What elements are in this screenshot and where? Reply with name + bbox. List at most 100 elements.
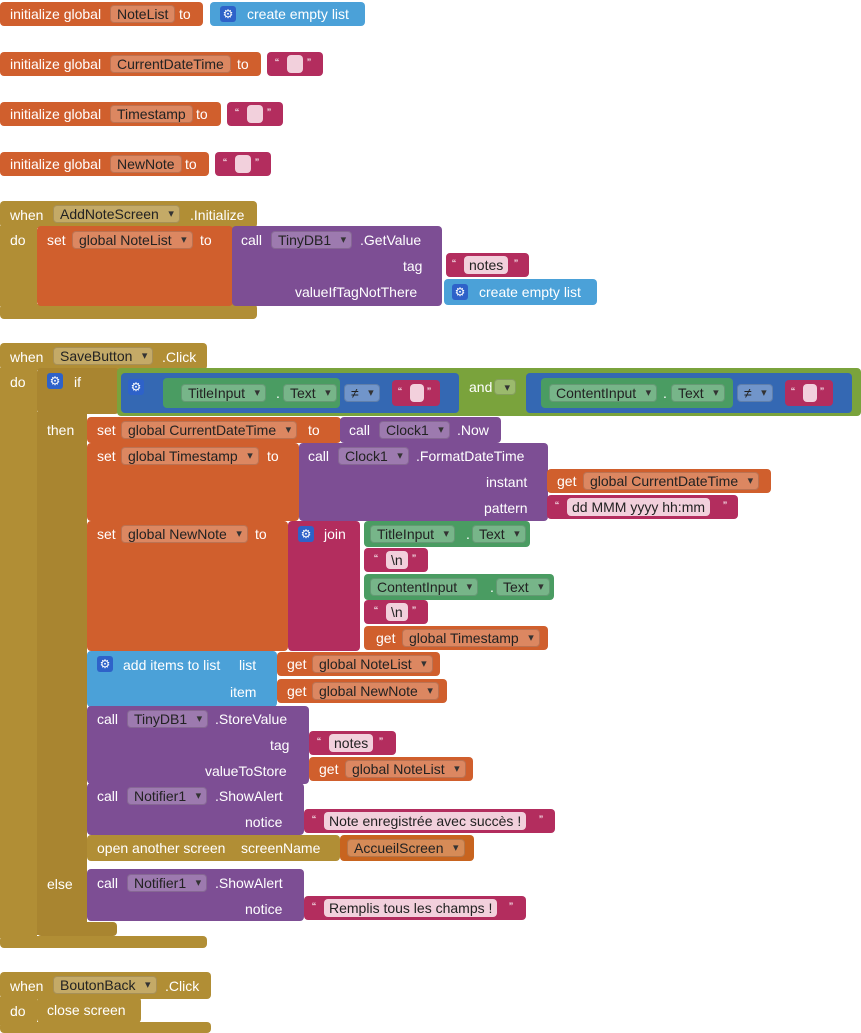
string-value[interactable] [235, 155, 251, 173]
component-dropdown[interactable]: Notifier1 [127, 787, 208, 805]
component-dropdown[interactable]: ContentInput [370, 578, 479, 596]
variable-dropdown[interactable]: global NoteList [345, 760, 466, 778]
component-dropdown[interactable]: AddNoteScreen [53, 205, 180, 223]
component-dropdown[interactable]: Clock1 [379, 421, 450, 439]
variable-dropdown[interactable]: global NewNote [121, 525, 248, 543]
string-newline[interactable]: “ \n ” [364, 548, 428, 572]
call-notifier1-showalert-error[interactable]: call Notifier1 .ShowAlert notice [87, 869, 304, 921]
gear-icon[interactable]: ⚙ [220, 6, 236, 22]
set-global-currentdatetime[interactable]: set global CurrentDateTime to [87, 417, 341, 443]
string-notes[interactable]: “ notes ” [309, 731, 396, 755]
string-error-message[interactable]: “ Remplis tous les champs ! ” [304, 896, 526, 920]
component-dropdown[interactable]: TinyDB1 [127, 710, 209, 728]
string-value[interactable] [803, 384, 817, 402]
string-value[interactable] [410, 384, 424, 402]
notice-label: notice [245, 814, 283, 830]
empty-string-block[interactable]: “ ” [267, 52, 323, 76]
component-dropdown[interactable]: SaveButton [53, 347, 154, 365]
create-empty-list-block[interactable]: ⚙ create empty list [210, 2, 365, 26]
component-dropdown[interactable]: TitleInput [370, 525, 456, 543]
screen-dropdown[interactable]: AccueilScreen [347, 839, 465, 857]
variable-dropdown[interactable]: global Timestamp [402, 629, 540, 647]
contentinput-text-getter[interactable]: ContentInput . Text [364, 574, 554, 600]
property-dropdown[interactable]: Text [472, 525, 526, 543]
component-dropdown[interactable]: Notifier1 [127, 874, 208, 892]
variable-dropdown[interactable]: global NewNote [312, 682, 439, 700]
get-global-currentdatetime[interactable]: get global CurrentDateTime [547, 469, 771, 493]
titleinput-text-getter[interactable]: TitleInput . Text [364, 521, 530, 547]
variable-dropdown[interactable]: global CurrentDateTime [121, 421, 298, 439]
call-clock1-formatdatetime[interactable]: call Clock1 .FormatDateTime instant patt… [299, 443, 548, 521]
string-newline[interactable]: “ \n ” [364, 600, 428, 624]
empty-string-block[interactable]: “ ” [227, 102, 283, 126]
empty-string-block[interactable]: “ ” [392, 380, 440, 406]
open-another-screen-block[interactable]: open another screen screenName [87, 835, 340, 861]
variable-dropdown[interactable]: global CurrentDateTime [583, 472, 760, 490]
gear-icon[interactable]: ⚙ [128, 379, 144, 395]
init-global-timestamp[interactable]: initialize global Timestamp to [0, 102, 221, 126]
call-tinydb1-storevalue[interactable]: call TinyDB1 .StoreValue tag valueToStor… [87, 706, 309, 784]
string-value[interactable]: \n [386, 551, 408, 569]
add-items-label: add items to list [123, 657, 221, 673]
variable-dropdown[interactable]: global NoteList [312, 655, 433, 673]
get-global-notelist[interactable]: get global NoteList [309, 757, 473, 781]
create-empty-list-block[interactable]: ⚙ create empty list [444, 279, 597, 305]
titleinput-text-getter[interactable]: TitleInput . Text [163, 378, 340, 408]
init-global-notelist[interactable]: initialize global NoteList to [0, 2, 203, 26]
gear-icon[interactable]: ⚙ [97, 656, 113, 672]
component-dropdown[interactable]: ContentInput [549, 384, 658, 402]
string-value[interactable]: Remplis tous les champs ! [324, 899, 498, 917]
string-success-message[interactable]: “ Note enregistrée avec succès ! ” [304, 809, 555, 833]
event-addnotescreen-initialize[interactable]: when AddNoteScreen .Initialize [0, 201, 257, 228]
init-global-newnote[interactable]: initialize global NewNote to [0, 152, 209, 176]
variable-name-field[interactable]: NewNote [110, 155, 182, 173]
close-screen-block[interactable]: close screen [37, 997, 141, 1023]
get-global-newnote[interactable]: get global NewNote [277, 679, 447, 703]
string-pattern[interactable]: “ dd MMM yyyy hh:mm ” [547, 495, 738, 519]
string-notes[interactable]: “ notes ” [446, 253, 529, 277]
empty-string-block[interactable]: “ ” [785, 380, 833, 406]
set-global-timestamp[interactable]: set global Timestamp to [87, 443, 299, 521]
component-dropdown[interactable]: Clock1 [338, 447, 409, 465]
empty-string-block[interactable]: “ ” [215, 152, 271, 176]
property-dropdown[interactable]: Text [283, 384, 337, 402]
string-value[interactable] [287, 55, 303, 73]
gear-icon[interactable]: ⚙ [298, 526, 314, 542]
get-global-notelist[interactable]: get global NoteList [277, 652, 440, 676]
string-value[interactable]: dd MMM yyyy hh:mm [567, 498, 711, 516]
string-value[interactable]: \n [386, 603, 408, 621]
text-join-block[interactable]: ⚙ join [288, 521, 360, 651]
operator-dropdown[interactable]: ≠ [344, 384, 380, 402]
event-savebutton-click[interactable]: when SaveButton .Click [0, 343, 207, 370]
get-global-timestamp[interactable]: get global Timestamp [364, 626, 548, 650]
call-notifier1-showalert[interactable]: call Notifier1 .ShowAlert notice [87, 783, 304, 835]
gear-icon[interactable]: ⚙ [452, 284, 468, 300]
if-block-header[interactable]: ⚙ if [37, 368, 119, 414]
operator-dropdown[interactable]: ≠ [737, 384, 773, 402]
call-clock1-now[interactable]: call Clock1 .Now [340, 417, 501, 443]
and-operator-dropdown[interactable] [494, 379, 516, 396]
variable-name-field[interactable]: CurrentDateTime [110, 55, 231, 73]
string-value[interactable]: Note enregistrée avec succès ! [324, 812, 527, 830]
set-global-newnote[interactable]: set global NewNote to [87, 521, 288, 651]
contentinput-text-getter[interactable]: ContentInput . Text [541, 378, 733, 408]
screen-name-value-block[interactable]: AccueilScreen [340, 835, 474, 861]
event-boutonback-click[interactable]: when BoutonBack .Click [0, 972, 211, 999]
component-dropdown[interactable]: BoutonBack [53, 976, 157, 994]
variable-dropdown[interactable]: global NoteList [72, 231, 193, 249]
add-items-to-list-block[interactable]: ⚙ add items to list list item [87, 651, 277, 707]
component-dropdown[interactable]: TitleInput [181, 384, 267, 402]
variable-name-field[interactable]: NoteList [110, 5, 176, 23]
variable-dropdown[interactable]: global Timestamp [121, 447, 259, 465]
string-value[interactable]: notes [464, 256, 509, 274]
string-value[interactable]: notes [329, 734, 374, 752]
string-value[interactable] [247, 105, 263, 123]
gear-icon[interactable]: ⚙ [47, 373, 63, 389]
set-global-notelist[interactable]: set global NoteList to [37, 226, 233, 306]
property-dropdown[interactable]: Text [671, 384, 725, 402]
component-dropdown[interactable]: TinyDB1 [271, 231, 353, 249]
property-dropdown[interactable]: Text [496, 578, 550, 596]
call-tinydb1-getvalue[interactable]: call TinyDB1 .GetValue tag valueIfTagNot… [232, 226, 442, 306]
variable-name-field[interactable]: Timestamp [110, 105, 193, 123]
init-global-currentdatetime[interactable]: initialize global CurrentDateTime to [0, 52, 261, 76]
